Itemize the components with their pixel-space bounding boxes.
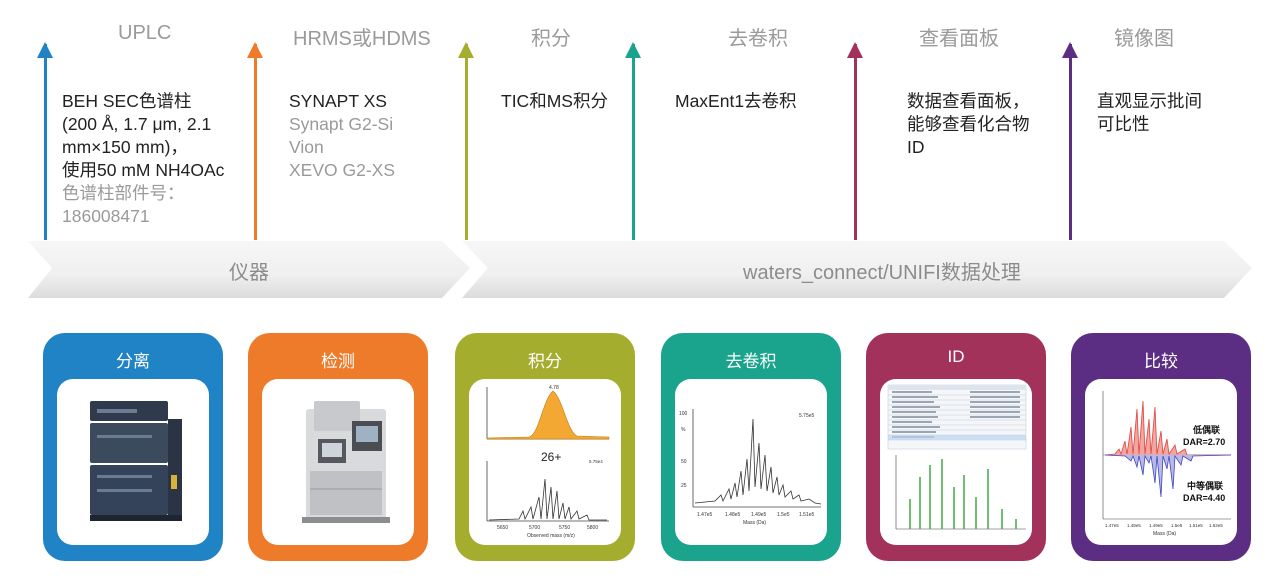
card-title: 分离 <box>116 352 150 371</box>
up-arrow-icon <box>37 42 53 240</box>
y-tick-label: % <box>681 427 686 433</box>
instrument-band-label: 仪器 <box>229 262 269 284</box>
x-tick-label: 5750 <box>559 525 570 531</box>
card-detection: 检测 <box>248 333 428 561</box>
x-tick-label: 5650 <box>497 525 508 531</box>
card-integration: 积分 4.78 26+ 5.75e4 5650 5700 5750 5800 O… <box>455 333 635 561</box>
intensity-label: 5.75e4 <box>589 459 603 464</box>
x-axis-label: Mass (Da) <box>743 520 766 526</box>
mirror-plot-chart: 低偶联 DAR=2.70 中等偶联 DAR=4.40 1.47e5 1.48e5… <box>1085 379 1237 545</box>
x-tick-label: 5800 <box>587 525 598 531</box>
x-axis-label: Mass (Da) <box>1153 531 1176 537</box>
step-title-integration: 积分 <box>531 28 571 50</box>
card-separation: 分离 <box>43 333 223 561</box>
mid-conjugation-label: 中等偶联 <box>1187 480 1224 491</box>
x-tick-label: 1.5e5 <box>777 512 790 518</box>
process-bands <box>28 241 1252 298</box>
y-tick-label: 100 <box>679 411 688 417</box>
software-band <box>462 241 1252 298</box>
card-title: 检测 <box>321 352 355 371</box>
step-desc-review-panel: 数据查看面板， 能够查看化合物 ID <box>907 91 1030 157</box>
software-band-label: waters_connect/UNIFI数据处理 <box>743 262 1021 284</box>
x-tick-label: 1.49e5 <box>751 512 767 518</box>
x-tick-label: 1.47e5 <box>1105 523 1119 528</box>
step-desc-integration: TIC和MS积分 <box>501 91 608 111</box>
card-title: 积分 <box>528 352 562 371</box>
up-arrow-icon <box>458 42 474 240</box>
step-desc-hrms: SYNAPT XS Synapt G2-Si Vion XEVO G2-XS <box>289 91 396 180</box>
charge-state-label: 26+ <box>541 450 561 464</box>
up-arrow-icon <box>1062 42 1078 240</box>
deconvolution-chart: 100 % 50 25 5.75e5 1.47e5 1.48e5 1.49e5 … <box>675 379 827 545</box>
step-title-hrms: HRMS或HDMS <box>293 28 431 50</box>
step-title-mirror-plot: 镜像图 <box>1114 28 1174 50</box>
low-dar-label: DAR=2.70 <box>1183 437 1225 447</box>
x-axis-label: Observed mass (m/z) <box>527 533 575 539</box>
x-tick-label: 1.5e5 <box>1171 523 1183 528</box>
step-desc-deconvolution: MaxEnt1去卷积 <box>675 91 797 111</box>
instrument-band <box>28 241 470 298</box>
up-arrow-icon <box>625 42 641 240</box>
step-title-uplc: UPLC <box>118 22 172 44</box>
x-tick-label: 1.51e5 <box>799 512 815 518</box>
x-tick-label: 5700 <box>529 525 540 531</box>
card-id: ID <box>866 333 1046 561</box>
card-comparison: 比较 低偶联 DAR=2.70 中等偶联 DAR=4.40 1.47e5 1.4… <box>1071 333 1251 561</box>
step-title-review-panel: 查看面板 <box>919 28 999 50</box>
card-title: 比较 <box>1144 352 1178 371</box>
up-arrow-icon <box>247 42 263 240</box>
y-tick-label: 25 <box>681 483 687 489</box>
intensity-label: 5.75e5 <box>799 413 815 419</box>
card-title: ID <box>947 347 965 366</box>
x-tick-label: 1.49e5 <box>1149 523 1163 528</box>
x-tick-label: 1.47e5 <box>697 512 713 518</box>
low-conjugation-label: 低偶联 <box>1192 424 1221 435</box>
integration-chart: 4.78 26+ 5.75e4 5650 5700 5750 5800 Obse… <box>469 379 621 545</box>
up-arrow-icon <box>847 42 863 240</box>
step-desc-uplc: BEH SEC色谱柱 (200 Å, 1.7 μm, 2.1 mm×150 mm… <box>62 91 225 226</box>
step-desc-mirror-plot: 直观显示批间 可比性 <box>1097 91 1202 134</box>
x-tick-label: 1.52e5 <box>1209 523 1223 528</box>
step-title-deconvolution: 去卷积 <box>728 28 788 50</box>
uplc-instrument-image <box>57 379 209 545</box>
mass-spectrometer-image <box>262 379 414 545</box>
x-tick-label: 1.48e5 <box>1127 523 1141 528</box>
x-tick-label: 1.51e5 <box>1189 523 1203 528</box>
x-tick-label: 1.48e5 <box>725 512 741 518</box>
card-title: 去卷积 <box>725 352 777 371</box>
card-deconvolution: 去卷积 100 % 50 25 5.75e5 1.47e5 1.48e5 1.4… <box>661 333 841 561</box>
mid-dar-label: DAR=4.40 <box>1183 493 1225 503</box>
top-peak-label: 4.78 <box>549 385 559 391</box>
y-tick-label: 50 <box>681 459 687 465</box>
review-panel-screenshot <box>880 379 1032 545</box>
